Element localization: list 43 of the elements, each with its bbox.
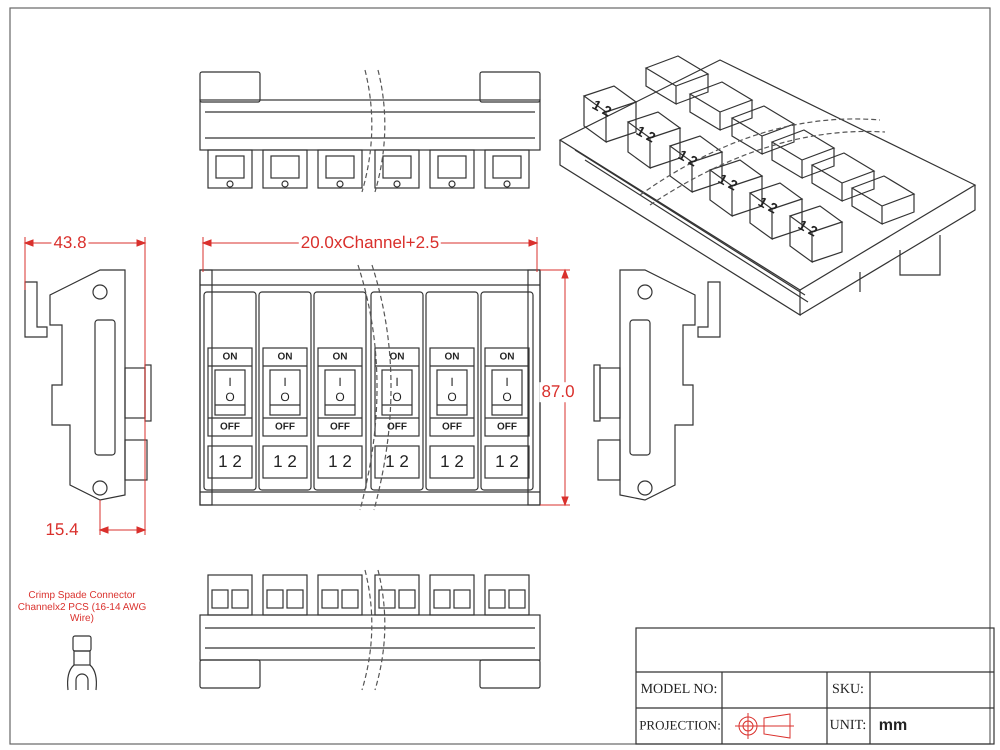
- switch-label: OFF: [442, 421, 462, 433]
- switch-label: OFF: [387, 421, 407, 433]
- switch-label: ON: [390, 351, 404, 363]
- switch-symbol: O: [335, 391, 345, 405]
- switch-symbol: O: [225, 391, 235, 405]
- switch-label: ON: [444, 351, 460, 363]
- terminal-number: 1 2: [634, 122, 658, 146]
- terminal-number: 1 2: [273, 452, 297, 472]
- terminal-number: 1 2: [218, 452, 242, 472]
- switch-label: ON: [500, 351, 514, 363]
- field-label: UNIT:: [830, 718, 866, 734]
- dimension-text: 87.0: [539, 382, 577, 402]
- switch-symbol: I: [505, 376, 509, 390]
- switch-symbol: I: [450, 376, 454, 390]
- switch-symbol: I: [283, 376, 287, 390]
- terminal-number: 1 2: [495, 452, 519, 472]
- terminal-number: 1 2: [796, 216, 820, 240]
- terminal-number: 1 2: [676, 146, 700, 170]
- field-label: SKU:: [832, 682, 864, 698]
- terminal-number: 1 2: [590, 96, 614, 120]
- switch-symbol: I: [395, 376, 399, 390]
- switch-symbol: O: [392, 391, 402, 405]
- switch-symbol: I: [338, 376, 342, 390]
- field-label: PROJECTION:: [639, 718, 721, 734]
- unit-value: mm: [878, 716, 908, 736]
- switch-symbol: O: [502, 391, 512, 405]
- switch-label: ON: [332, 351, 348, 363]
- switch-label: OFF: [497, 421, 517, 433]
- switch-label: OFF: [330, 421, 350, 433]
- terminal-number: 1 2: [385, 452, 409, 472]
- note-text: Crimp Spade Connector Channelx2 PCS (16-14 AWG Wire): [16, 590, 148, 624]
- switch-symbol: I: [228, 376, 232, 390]
- terminal-number: 1 2: [328, 452, 352, 472]
- switch-label: ON: [278, 351, 292, 363]
- switch-label: OFF: [275, 421, 295, 433]
- field-label: MODEL NO:: [640, 682, 718, 698]
- switch-label: OFF: [220, 421, 240, 433]
- terminal-number: 1 2: [716, 170, 740, 194]
- switch-symbol: O: [280, 391, 290, 405]
- terminal-number: 1 2: [756, 193, 780, 217]
- terminal-number: 1 2: [440, 452, 464, 472]
- switch-label: ON: [222, 351, 238, 363]
- switch-symbol: O: [447, 391, 457, 405]
